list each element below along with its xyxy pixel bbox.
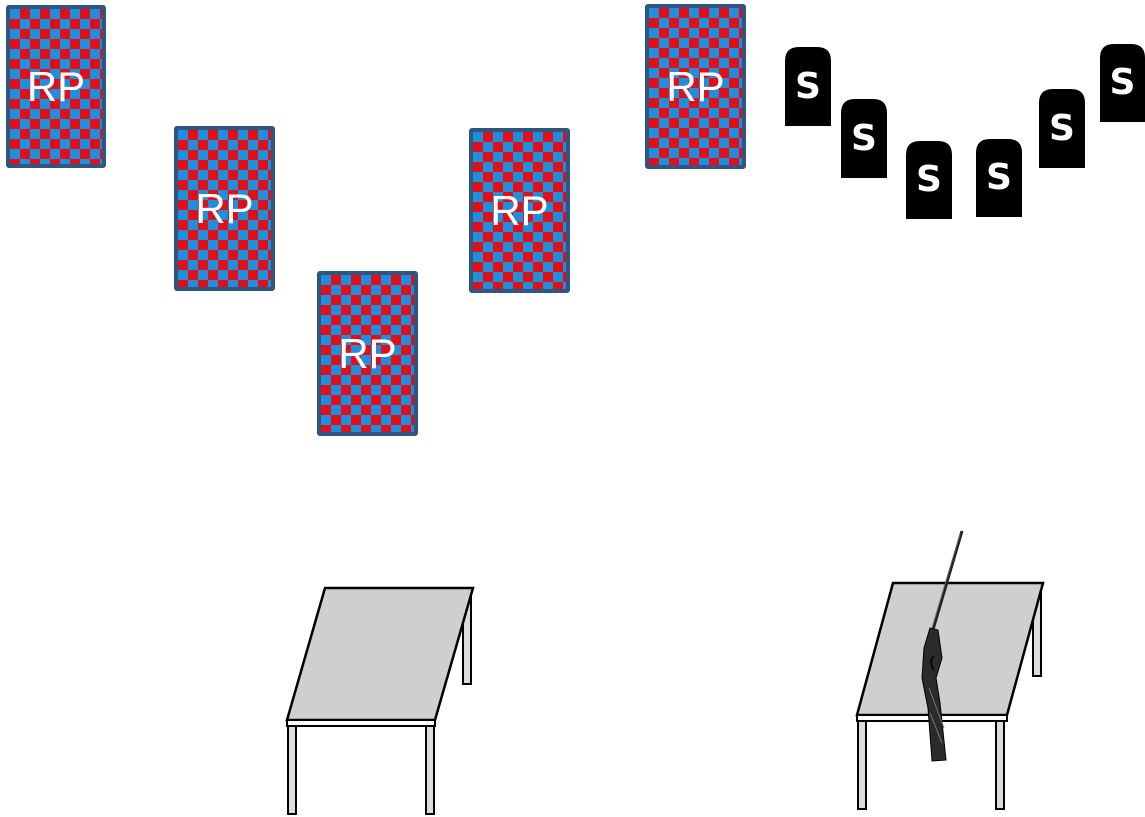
token-label: S: [976, 160, 1022, 196]
card-label: RP: [10, 66, 102, 108]
s-token-6[interactable]: S: [1100, 44, 1145, 122]
token-label: S: [1100, 65, 1145, 101]
card-label: RP: [321, 333, 414, 375]
s-token-4[interactable]: S: [976, 139, 1022, 217]
rp-card-2[interactable]: RP: [174, 126, 275, 291]
token-label: S: [906, 162, 952, 198]
rp-card-4[interactable]: RP: [469, 128, 570, 293]
rp-card-5[interactable]: RP: [645, 4, 746, 169]
rp-card-3[interactable]: RP: [317, 271, 418, 436]
card-label: RP: [178, 188, 271, 230]
card-label: RP: [649, 66, 742, 108]
rp-card-1[interactable]: RP: [6, 5, 106, 168]
token-label: S: [1039, 111, 1085, 147]
s-token-5[interactable]: S: [1039, 89, 1085, 168]
token-label: S: [785, 69, 831, 105]
table-with-rifle[interactable]: [850, 528, 1050, 813]
token-label: S: [841, 121, 887, 157]
s-token-2[interactable]: S: [841, 99, 887, 178]
s-token-3[interactable]: S: [906, 141, 952, 219]
s-token-1[interactable]: S: [785, 47, 831, 126]
card-label: RP: [473, 190, 566, 232]
empty-table[interactable]: [280, 580, 480, 817]
